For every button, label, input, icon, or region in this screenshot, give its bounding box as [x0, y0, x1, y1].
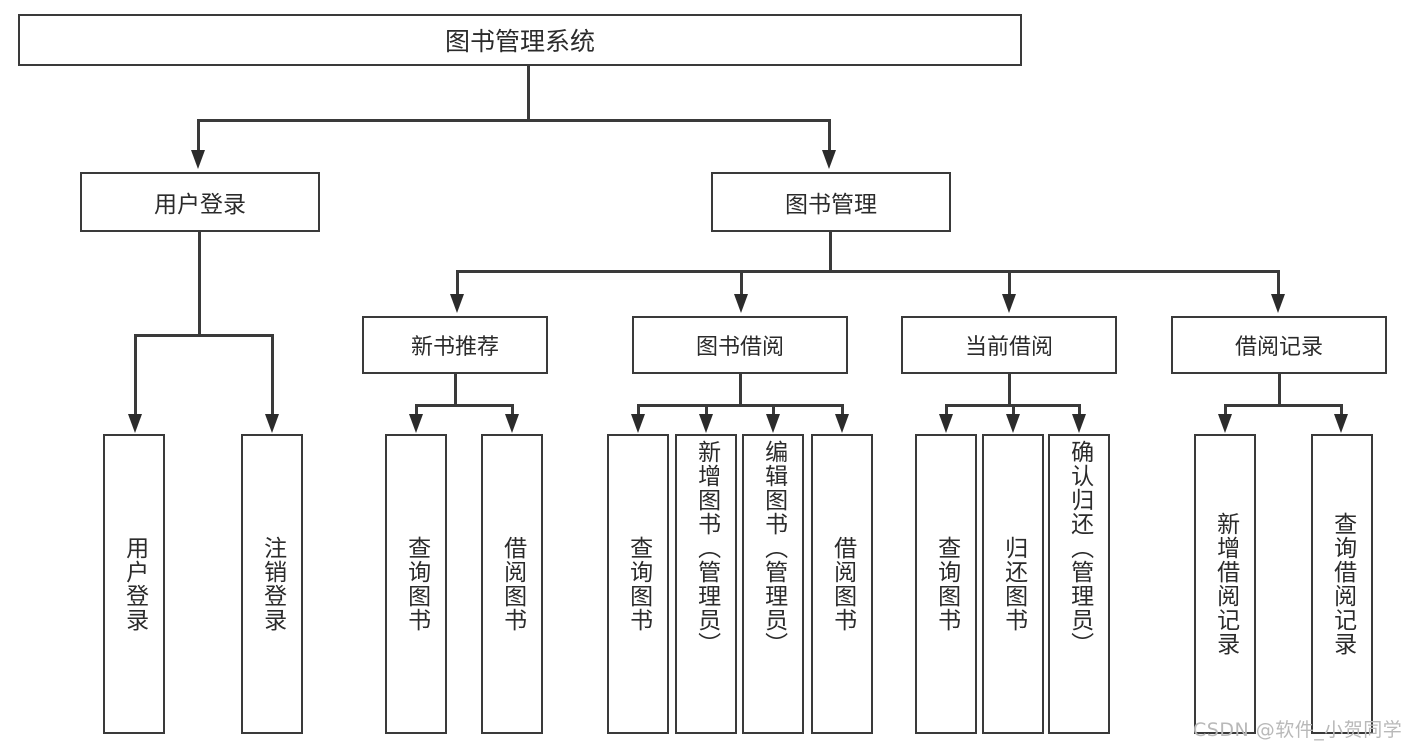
connector-book-borrow-bus [637, 404, 843, 407]
arrowhead-cb-query [939, 414, 953, 433]
arrowhead-cb-return [1006, 414, 1020, 433]
arrowhead-bb-edit [766, 414, 780, 433]
leaf-label: 用户登录 [121, 536, 148, 632]
leaf-label: 借阅图书 [829, 536, 856, 632]
node-root-system[interactable]: 图书管理系统 [18, 14, 1022, 66]
leaf-label: 查询借阅记录 [1329, 512, 1356, 656]
arrowhead-bb-add [699, 414, 713, 433]
connector-drop-br-query [1340, 404, 1343, 418]
connector-user-login-bus [134, 334, 272, 337]
connector-drop-user-login [197, 119, 200, 152]
leaf-label: 新增图书（管理员） [693, 440, 720, 656]
node-label: 图书借阅 [695, 335, 784, 360]
connector-new-book-stem [454, 374, 457, 406]
arrowhead-nb-borrow [505, 414, 519, 433]
arrowhead-cb-confirm [1072, 414, 1086, 433]
connector-drop-current-borrow [1008, 270, 1011, 296]
connector-drop-bb-edit [772, 404, 775, 418]
csdn-watermark: CSDN @软件_小贺同学 [1193, 719, 1403, 741]
connector-drop-nb-query [415, 404, 418, 418]
connector-drop-book-manage [828, 119, 831, 152]
connector-borrow-record-stem [1278, 374, 1281, 406]
connector-user-login-stem [198, 232, 201, 336]
node-book-manage[interactable]: 图书管理 [711, 172, 951, 232]
leaf-logout[interactable]: 注销登录 [241, 434, 303, 734]
node-borrow-record[interactable]: 借阅记录 [1171, 316, 1387, 374]
connector-drop-borrow-record [1277, 270, 1280, 296]
connector-drop-nb-borrow [511, 404, 514, 418]
arrowhead-nb-query [409, 414, 423, 433]
arrowhead-leaf-logout [265, 414, 279, 433]
leaf-bb-edit-book[interactable]: 编辑图书（管理员） [742, 434, 804, 734]
connector-new-book-bus [415, 404, 513, 407]
node-new-book-recommend[interactable]: 新书推荐 [362, 316, 548, 374]
connector-drop-cb-confirm [1078, 404, 1081, 418]
connector-drop-bb-borrow [841, 404, 844, 418]
arrowhead-br-add [1218, 414, 1232, 433]
arrowhead-user-login [191, 150, 205, 169]
node-label: 图书管理系统 [444, 27, 595, 56]
arrowhead-bb-query [631, 414, 645, 433]
arrowhead-new-book [450, 294, 464, 313]
connector-drop-cb-query [945, 404, 948, 418]
leaf-br-add-record[interactable]: 新增借阅记录 [1194, 434, 1256, 734]
node-label: 借阅记录 [1234, 335, 1323, 360]
node-label: 当前借阅 [964, 335, 1053, 360]
leaf-label: 查询图书 [933, 536, 960, 632]
leaf-label: 确认归还（管理员） [1066, 440, 1093, 656]
leaf-cb-return-book[interactable]: 归还图书 [982, 434, 1044, 734]
arrowhead-current-borrow [1002, 294, 1016, 313]
node-label: 新书推荐 [410, 335, 499, 360]
connector-current-borrow-stem [1008, 374, 1011, 406]
arrowhead-br-query [1334, 414, 1348, 433]
arrowhead-book-borrow [734, 294, 748, 313]
connector-drop-br-add [1224, 404, 1227, 418]
connector-level1-bus [197, 119, 830, 122]
connector-level2-bus [456, 270, 1278, 273]
leaf-user-login[interactable]: 用户登录 [103, 434, 165, 734]
connector-drop-book-borrow [740, 270, 743, 296]
leaf-label: 编辑图书（管理员） [760, 440, 787, 656]
connector-drop-cb-return [1012, 404, 1015, 418]
node-book-borrow[interactable]: 图书借阅 [632, 316, 848, 374]
node-label: 用户登录 [154, 192, 246, 218]
arrowhead-leaf-user-login [128, 414, 142, 433]
leaf-label: 查询图书 [625, 536, 652, 632]
leaf-br-query-record[interactable]: 查询借阅记录 [1311, 434, 1373, 734]
leaf-label: 归还图书 [1000, 536, 1027, 632]
leaf-label: 查询图书 [403, 536, 430, 632]
leaf-cb-confirm-return[interactable]: 确认归还（管理员） [1048, 434, 1110, 734]
leaf-cb-query-book[interactable]: 查询图书 [915, 434, 977, 734]
leaf-bb-add-book[interactable]: 新增图书（管理员） [675, 434, 737, 734]
leaf-nb-borrow-book[interactable]: 借阅图书 [481, 434, 543, 734]
arrowhead-bb-borrow [835, 414, 849, 433]
connector-root-stem [527, 66, 530, 120]
leaf-bb-query-book[interactable]: 查询图书 [607, 434, 669, 734]
leaf-bb-borrow-book[interactable]: 借阅图书 [811, 434, 873, 734]
connector-drop-bb-query [637, 404, 640, 418]
node-label: 图书管理 [785, 192, 877, 218]
leaf-label: 借阅图书 [499, 536, 526, 632]
connector-borrow-record-bus [1224, 404, 1342, 407]
connector-drop-new-book [456, 270, 459, 296]
leaf-label: 注销登录 [259, 536, 286, 632]
leaf-label: 新增借阅记录 [1212, 512, 1239, 656]
connector-book-manage-stem [829, 232, 832, 272]
leaf-nb-query-book[interactable]: 查询图书 [385, 434, 447, 734]
node-current-borrow[interactable]: 当前借阅 [901, 316, 1117, 374]
arrowhead-book-manage [822, 150, 836, 169]
connector-drop-bb-add [705, 404, 708, 418]
node-user-login[interactable]: 用户登录 [80, 172, 320, 232]
connector-drop-leaf-user-login [134, 334, 137, 416]
connector-book-borrow-stem [739, 374, 742, 406]
connector-drop-leaf-logout [271, 334, 274, 416]
arrowhead-borrow-record [1271, 294, 1285, 313]
